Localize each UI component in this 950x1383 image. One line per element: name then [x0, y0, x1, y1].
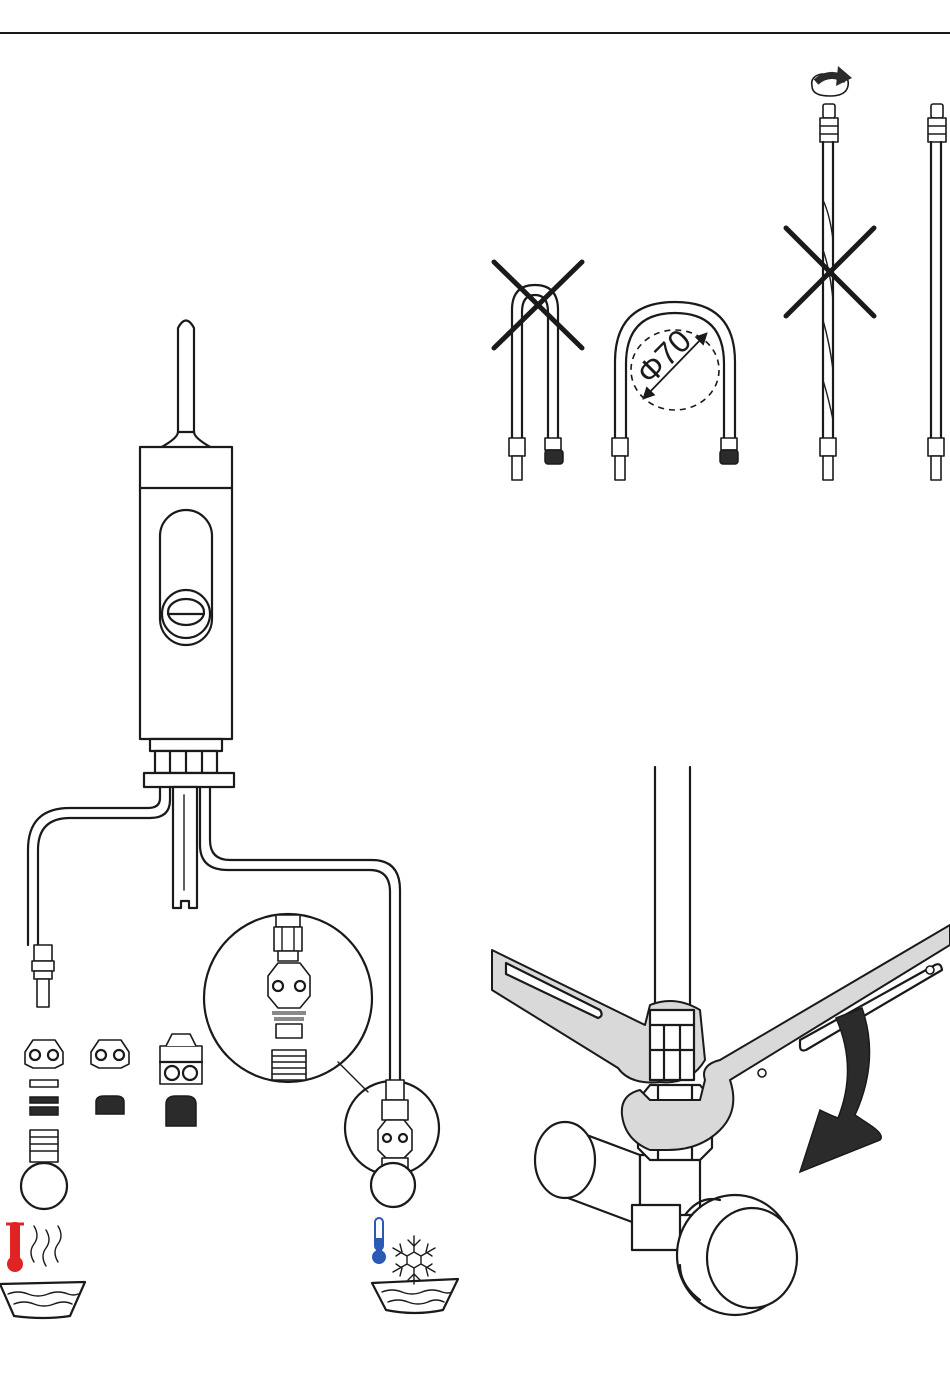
correct-bend-hose: Φ70: [612, 302, 738, 480]
wrong-twist-cross-icon: [786, 228, 874, 316]
supply-pipe: [655, 767, 690, 1010]
connector-detail-magnifier: [204, 914, 372, 1082]
rotation-arrow-icon: [812, 66, 852, 96]
snowflake-icon: [393, 1236, 435, 1284]
magnifier-leader-line: [338, 1062, 368, 1092]
hot-thermometer-icon: [6, 1222, 24, 1272]
hot-supply-hose: [28, 787, 170, 1007]
fitting-set-3: [160, 1034, 202, 1126]
straight-hose: [928, 104, 946, 480]
cold-water-icon: [372, 1218, 458, 1313]
tight-bend-hose: [509, 285, 563, 480]
cold-thermometer-icon: [372, 1218, 386, 1264]
fitting-set-2: [91, 1040, 129, 1114]
wrong-bend-cross-icon: [494, 262, 582, 348]
hot-water-icon: [0, 1222, 85, 1318]
cold-connection-magnifier: [345, 1080, 439, 1207]
upper-nut: [650, 1010, 694, 1080]
fitting-set-1: [21, 1040, 67, 1209]
steam-icon: [31, 1226, 61, 1266]
faucet-body: [140, 321, 234, 909]
twisted-hose: [820, 104, 838, 480]
